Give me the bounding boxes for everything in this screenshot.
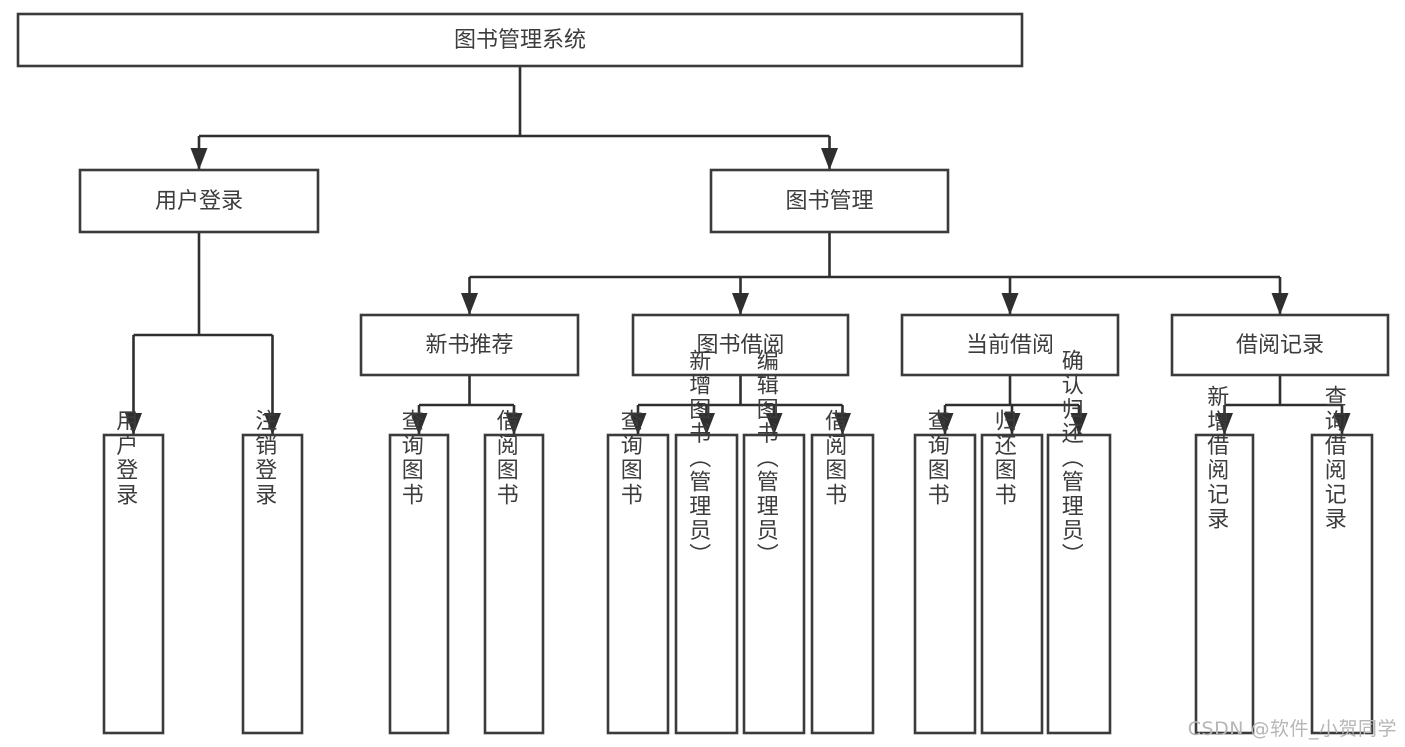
- node-box-leaf-query-book-1[interactable]: [388, 433, 450, 735]
- book-borrow-to-leaves-arrow-1: [698, 413, 715, 435]
- node-leaf-borrow-book-2[interactable]: 借阅图书: [810, 409, 875, 735]
- node-label-borrow-record: 借阅记录: [1236, 333, 1324, 358]
- book-borrow-to-leaves-arrow-3: [834, 413, 851, 435]
- node-leaf-query-record[interactable]: 查询借阅记录: [1310, 385, 1374, 735]
- node-leaf-confirm-return[interactable]: 确认归还（管理员）: [1046, 349, 1112, 735]
- node-current-borrow[interactable]: 当前借阅: [900, 313, 1120, 377]
- root-to-level1-arrow-0: [190, 148, 208, 170]
- node-label-new-book-rec: 新书推荐: [425, 333, 513, 358]
- node-label-leaf-edit-book: 编辑图书（管理员）: [753, 349, 779, 565]
- node-leaf-query-book-3[interactable]: 查询图书: [913, 409, 977, 735]
- node-leaf-edit-book[interactable]: 编辑图书（管理员）: [742, 349, 806, 735]
- node-leaf-query-book-2[interactable]: 查询图书: [606, 409, 670, 735]
- connectors-layer: [125, 66, 1351, 435]
- book-manage-to-level2-arrow-3: [1271, 293, 1289, 315]
- node-box-leaf-logout[interactable]: [241, 433, 304, 735]
- root-to-level1-arrow-1: [821, 148, 838, 170]
- node-label-leaf-confirm-return: 确认归还（管理员）: [1058, 349, 1084, 565]
- node-label-user-login: 用户登录: [155, 189, 243, 214]
- node-leaf-query-book-1[interactable]: 查询图书: [388, 409, 450, 735]
- node-label-book-manage: 图书管理: [785, 189, 873, 214]
- node-leaf-add-record[interactable]: 新增借阅记录: [1194, 385, 1255, 735]
- user-login-to-leaves-arrow-1: [264, 413, 281, 435]
- node-box-leaf-borrow-book-1[interactable]: [483, 433, 545, 735]
- node-new-book-rec[interactable]: 新书推荐: [359, 313, 580, 377]
- borrow-record-to-leaves-arrow-0: [1216, 413, 1233, 435]
- book-borrow-to-leaves-arrow-0: [629, 413, 647, 435]
- node-box-leaf-borrow-book-2[interactable]: [810, 433, 875, 735]
- node-box-leaf-query-record[interactable]: [1310, 433, 1374, 735]
- book-borrow-to-leaves-arrow-2: [765, 413, 783, 435]
- node-borrow-record[interactable]: 借阅记录: [1170, 313, 1390, 377]
- node-label-book-borrow: 图书借阅: [696, 333, 784, 358]
- current-borrow-to-leaves-arrow-2: [1070, 413, 1088, 435]
- node-box-leaf-query-book-3[interactable]: [913, 433, 977, 735]
- new-book-rec-to-leaves-arrow-1: [505, 413, 523, 435]
- node-box-book-borrow[interactable]: [631, 313, 850, 377]
- node-box-leaf-edit-book[interactable]: [742, 433, 806, 735]
- node-box-leaf-return-book[interactable]: [980, 433, 1044, 735]
- node-leaf-logout[interactable]: 注销登录: [241, 409, 304, 735]
- node-leaf-borrow-book-1[interactable]: 借阅图书: [483, 409, 545, 735]
- node-label-root: 图书管理系统: [454, 28, 586, 53]
- book-manage-to-level2-arrow-2: [1001, 293, 1019, 315]
- node-leaf-return-book[interactable]: 归还图书: [980, 409, 1044, 735]
- node-label-current-borrow: 当前借阅: [966, 333, 1054, 358]
- book-manage-to-level2-arrow-0: [461, 293, 478, 315]
- node-user-login[interactable]: 用户登录: [78, 168, 320, 234]
- user-login-to-leaves-arrow-0: [125, 413, 142, 435]
- node-box-leaf-confirm-return[interactable]: [1046, 433, 1112, 735]
- current-borrow-to-leaves-arrow-0: [936, 413, 954, 435]
- book-manage-to-level2-arrow-1: [732, 293, 749, 315]
- node-box-leaf-user-login[interactable]: [102, 433, 165, 735]
- node-book-manage[interactable]: 图书管理: [709, 168, 950, 234]
- nodes-layer: 图书管理系统用户登录图书管理新书推荐图书借阅当前借阅借阅记录用户登录注销登录查询…: [16, 12, 1390, 735]
- node-root[interactable]: 图书管理系统: [16, 12, 1024, 68]
- node-box-leaf-add-record[interactable]: [1194, 433, 1255, 735]
- current-borrow-to-leaves-arrow-1: [1003, 413, 1021, 435]
- node-label-leaf-add-book: 新增图书（管理员）: [685, 349, 711, 565]
- borrow-record-to-leaves-arrow-1: [1333, 413, 1351, 435]
- node-box-current-borrow[interactable]: [900, 313, 1120, 377]
- new-book-rec-to-leaves-arrow-0: [410, 413, 428, 435]
- node-box-book-manage[interactable]: [709, 168, 950, 234]
- node-box-new-book-rec[interactable]: [359, 313, 580, 377]
- node-box-user-login[interactable]: [78, 168, 320, 234]
- node-leaf-add-book[interactable]: 新增图书（管理员）: [674, 349, 739, 735]
- node-box-borrow-record[interactable]: [1170, 313, 1390, 377]
- node-box-leaf-add-book[interactable]: [674, 433, 739, 735]
- node-leaf-user-login[interactable]: 用户登录: [102, 409, 165, 735]
- node-box-root[interactable]: [16, 12, 1024, 68]
- node-box-leaf-query-book-2[interactable]: [606, 433, 670, 735]
- node-book-borrow[interactable]: 图书借阅: [631, 313, 850, 377]
